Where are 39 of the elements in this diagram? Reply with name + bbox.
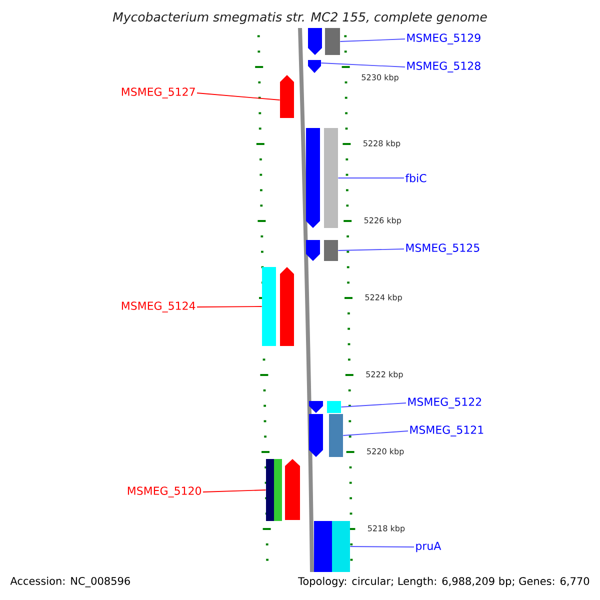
- scale-label: 5218 kbp: [368, 525, 405, 533]
- gene-label: MSMEG_5120: [128, 486, 202, 498]
- gene-label: MSMEG_5128: [407, 62, 480, 72]
- gene-feature: [329, 414, 343, 457]
- leader-line: [340, 402, 406, 408]
- leader-line: [342, 430, 408, 436]
- leader-line: [320, 62, 406, 68]
- leader-line: [196, 306, 262, 308]
- leader-line: [340, 38, 406, 42]
- gene-feature: [262, 267, 276, 346]
- gene-feature: [266, 459, 274, 521]
- gene-feature: [280, 75, 294, 118]
- gene-label: fbiC: [405, 174, 426, 182]
- genome-info-text: Topology: circular; Length: 6,988,209 bp; Genes: 6,770: [298, 576, 590, 588]
- scale-label: 5224 kbp: [365, 294, 402, 302]
- scale-label: 5222 kbp: [366, 371, 403, 379]
- gene-label: MSMEG_5127: [122, 88, 195, 98]
- gene-label: MSMEG_5122: [408, 398, 482, 408]
- gene-label: MSMEG_5124: [122, 302, 196, 312]
- gene-feature: [324, 240, 338, 261]
- gene-feature: [327, 401, 341, 413]
- leader-line: [196, 92, 280, 100]
- leader-line: [350, 546, 414, 548]
- scale-label: 5228 kbp: [364, 140, 400, 148]
- scale-label: 5226 kbp: [364, 217, 402, 225]
- leader-line: [338, 248, 404, 251]
- gene-label: MSMEG_5121: [410, 426, 484, 436]
- gene-label: MSMEG_5129: [407, 34, 480, 44]
- scale-label: 5230 kbp: [362, 74, 398, 82]
- gene-label: pruA: [416, 542, 442, 552]
- title: Mycobacterium smegmatis str. MC2 155, complete genome: [112, 12, 487, 24]
- gene-feature: [332, 521, 350, 572]
- gene-label: MSMEG_5125: [406, 244, 480, 254]
- gene-feature: [308, 60, 321, 73]
- leader-line: [202, 490, 266, 492]
- scale-label: 5220 kbp: [367, 448, 404, 456]
- gene-feature: [325, 28, 340, 55]
- gene-feature: [324, 128, 338, 228]
- accession-text: Accession: NC_008596: [10, 576, 130, 588]
